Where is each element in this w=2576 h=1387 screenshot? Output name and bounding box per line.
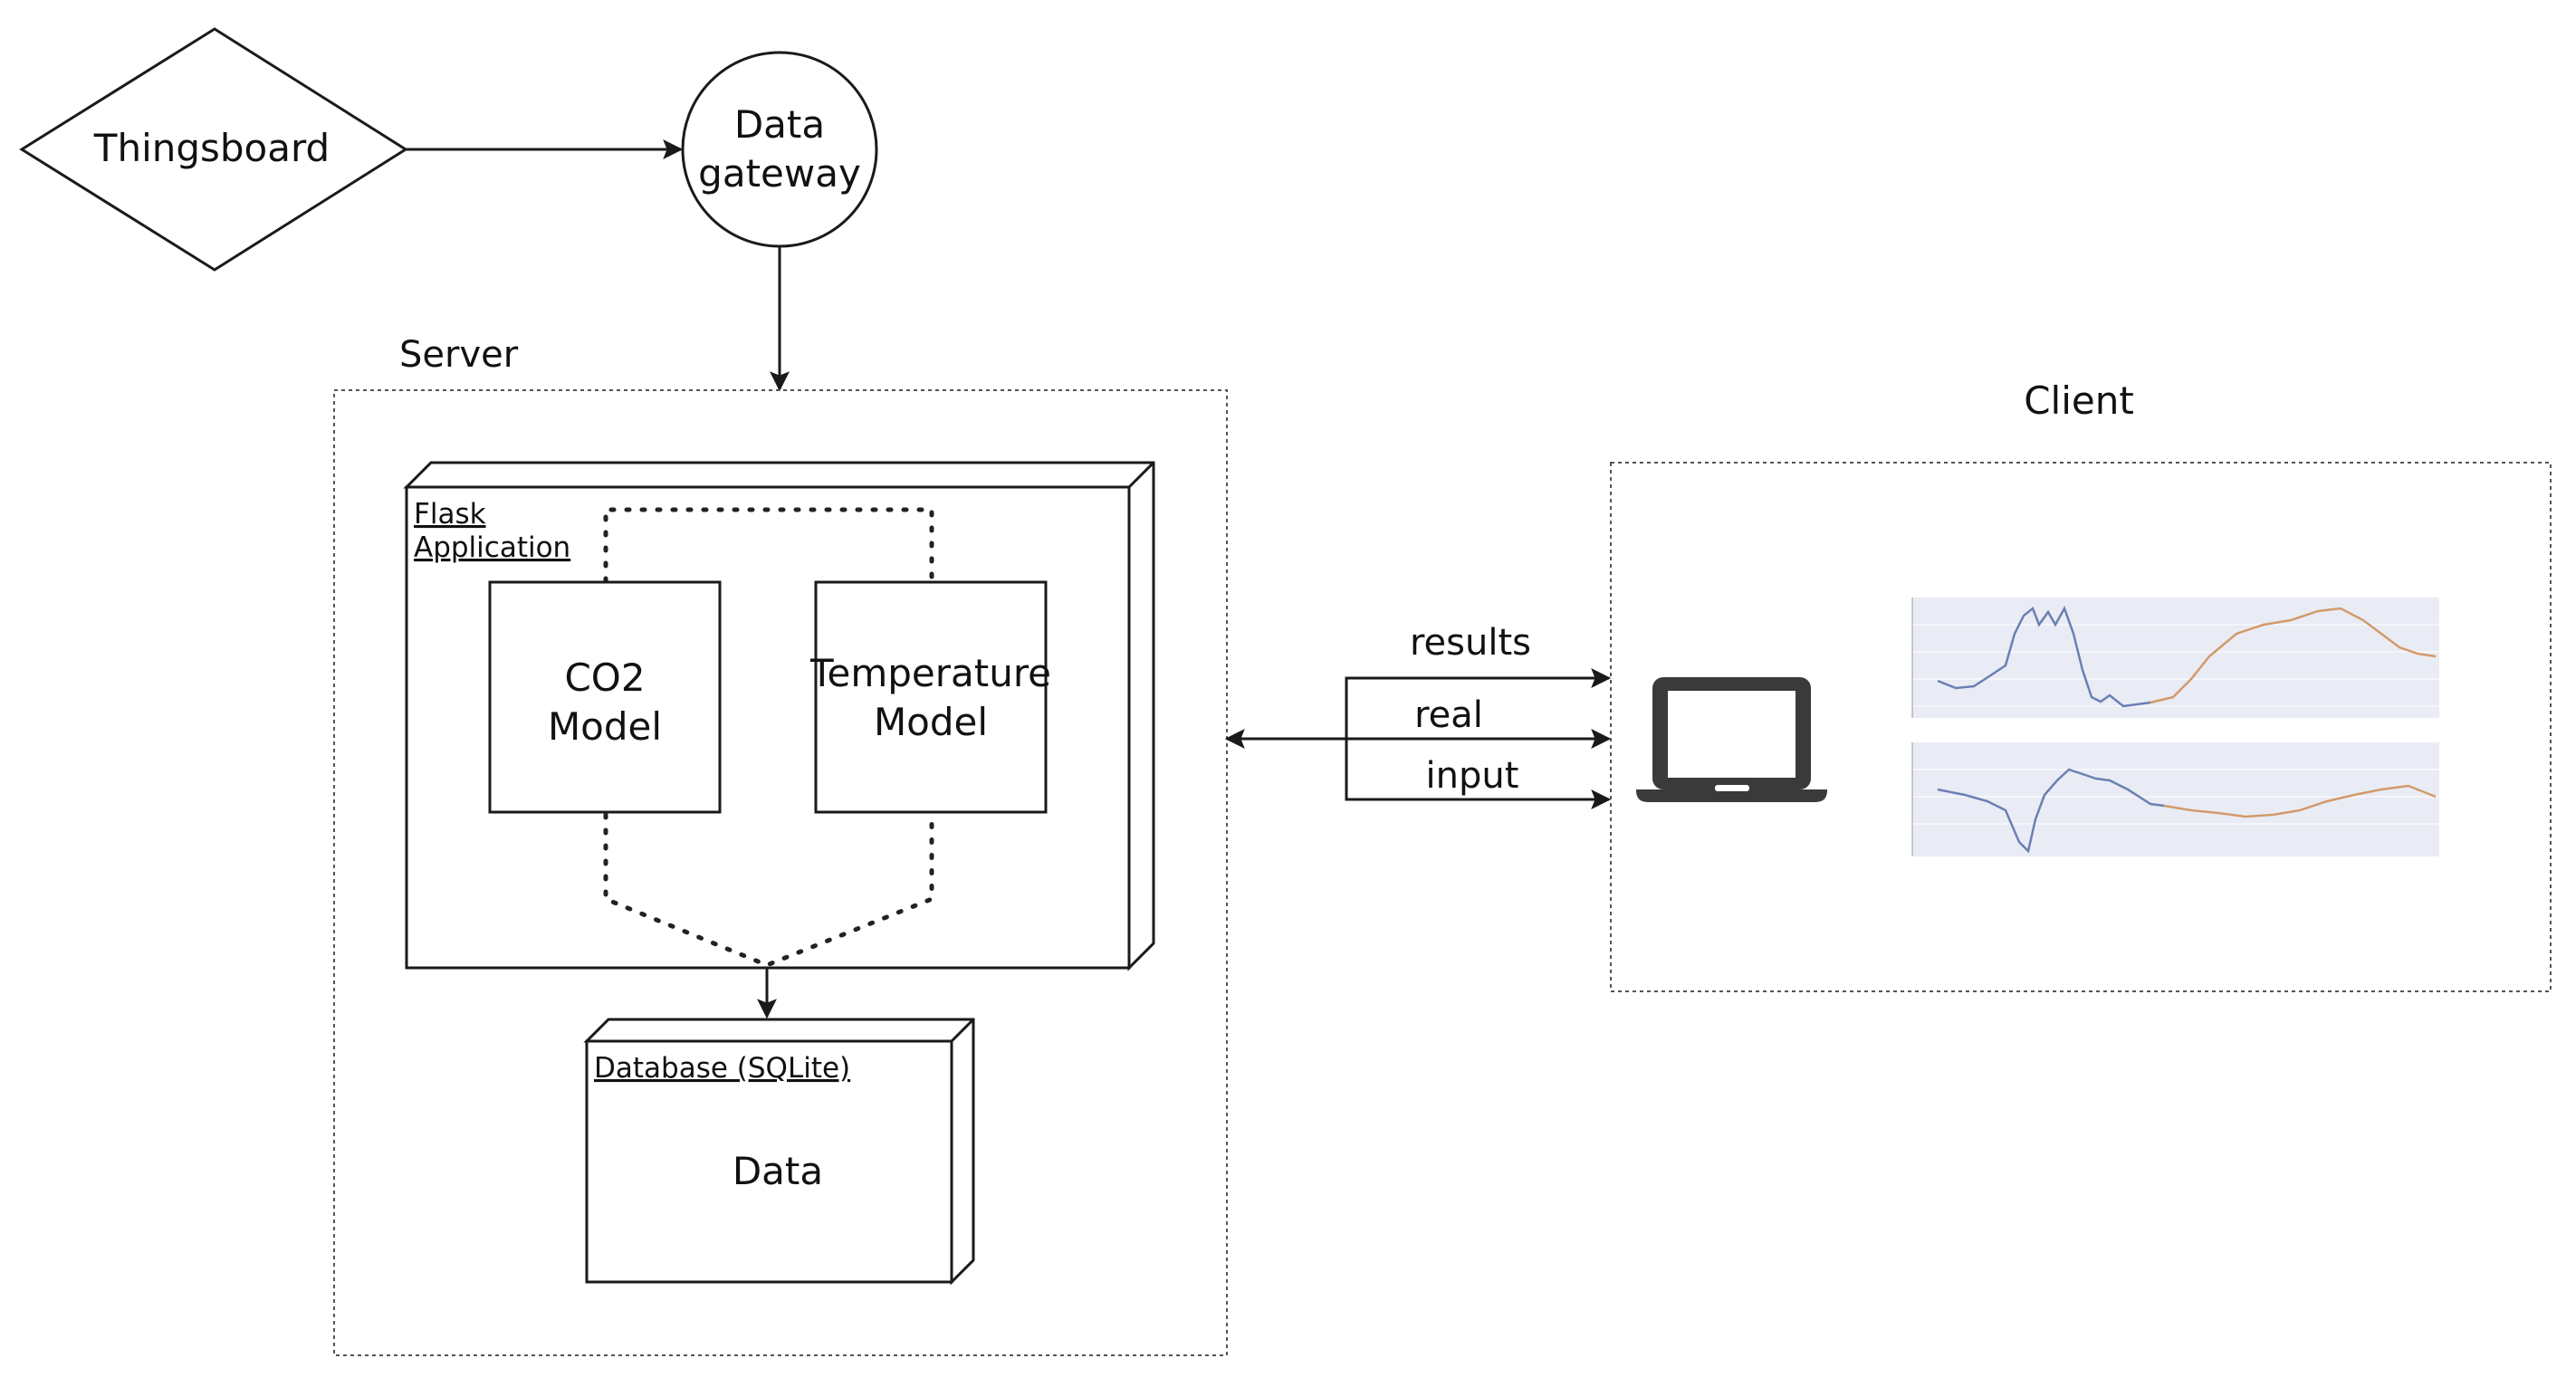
database-node: Database (SQLite) Data: [583, 1018, 975, 1286]
laptop-icon: [1636, 677, 1827, 802]
gateway-label-line2: gateway: [698, 151, 861, 196]
gateway-label-line1: Data: [734, 102, 825, 147]
thingsboard-label: Thingsboard: [93, 126, 330, 170]
server-label: Server: [399, 334, 519, 376]
edge-input: [1345, 739, 1612, 809]
dotted-link-models-bottom: [603, 812, 934, 968]
edge-label-input: input: [1426, 755, 1519, 797]
temperature-model-label-line1: Temperature: [809, 651, 1051, 695]
client-container: [1610, 462, 2552, 992]
plot-bottom-background: [1912, 742, 2439, 856]
temperature-model-label-line2: Model: [874, 700, 988, 744]
plot-top-background: [1912, 598, 2439, 718]
co2-model-node: CO2 Model: [488, 580, 722, 814]
co2-model-label-line1: CO2: [564, 655, 645, 700]
gateway-node: Data gateway: [681, 51, 878, 248]
plot-bottom-predicted-line: [2163, 784, 2437, 818]
database-title: Database (SQLite): [594, 1052, 850, 1085]
co2-model-label-line2: Model: [548, 704, 662, 749]
plot-top-observed-line: [1937, 605, 2151, 708]
dotted-link-models-top: [603, 507, 934, 584]
edge-label-real: real: [1414, 694, 1483, 736]
edge-results: [1345, 668, 1612, 739]
database-body-label: Data: [733, 1149, 823, 1193]
flask-label-line2: Application: [414, 531, 570, 564]
server-container: [333, 389, 1228, 1356]
client-forecast-preview: [1911, 598, 2439, 856]
plot-top-predicted-line: [2150, 607, 2437, 704]
client-label: Client: [2024, 378, 2134, 423]
thingsboard-node: Thingsboard: [19, 27, 408, 272]
temperature-model-node: Temperature Model: [809, 580, 1051, 814]
edge-label-results: results: [1410, 622, 1531, 664]
flask-label-line1: Flask: [414, 498, 486, 531]
plot-bottom-observed-line: [1937, 768, 2165, 854]
